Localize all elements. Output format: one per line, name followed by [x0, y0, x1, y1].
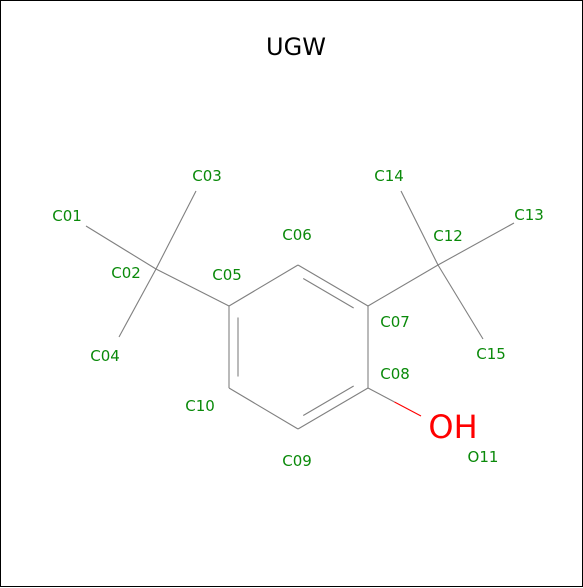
atom-label-c10: C10 — [185, 397, 215, 415]
atom-label-c06: C06 — [282, 226, 312, 244]
atom-label-c14: C14 — [374, 167, 404, 185]
bond-c03-c02 — [155, 190, 197, 270]
atom-label-c09: C09 — [282, 452, 312, 470]
atom-label-c01: C01 — [52, 207, 82, 225]
bond-c06-c07 — [297, 264, 369, 307]
bond-c02-c04 — [118, 268, 157, 338]
atom-label-c04: C04 — [90, 347, 120, 365]
atom-label-layer: C01C02C03C04C05C06C07C08C09C10O11OHC12C1… — [52, 167, 544, 470]
atom-label-c12: C12 — [433, 227, 463, 245]
atom-label-c07: C07 — [380, 313, 410, 331]
atom-label-c03: C03 — [192, 167, 222, 185]
bond-layer — [85, 190, 515, 430]
bond-c09-c10 — [228, 387, 299, 430]
bond-c02-c05 — [155, 268, 230, 307]
bond-c05-c06 — [228, 264, 299, 307]
bond-c12-c15 — [437, 264, 484, 340]
hydroxyl-symbol: OH — [428, 408, 477, 446]
atom-label-c02: C02 — [111, 264, 141, 282]
bond-c07-c12 — [367, 264, 439, 307]
molecule-title: UGW — [266, 33, 326, 61]
bond-c08-o11-oxygen-half — [394, 401, 422, 417]
atom-label-c13: C13 — [514, 206, 544, 224]
bond-c12-c13 — [437, 222, 515, 266]
bond-c08-c09-inner — [302, 385, 354, 416]
atom-label-c08: C08 — [380, 365, 410, 383]
bond-c12-c14 — [400, 190, 439, 266]
bond-c01-c02 — [85, 225, 157, 270]
atom-label-o11: O11 — [468, 448, 499, 466]
bond-c08-c09 — [297, 387, 369, 430]
atom-label-c05: C05 — [212, 266, 242, 284]
atom-label-c15: C15 — [476, 345, 506, 363]
bond-c08-o11 — [367, 387, 395, 403]
bond-c06-c07-inner — [302, 278, 354, 309]
